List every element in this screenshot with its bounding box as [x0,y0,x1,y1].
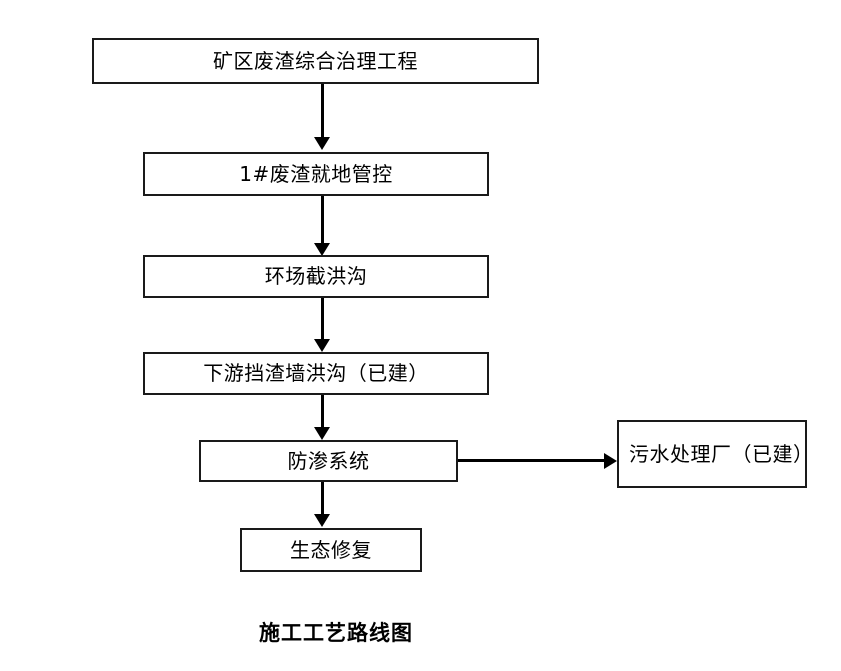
arrow-right-icon-step4-to-side [604,453,617,469]
flowchart-node-step4-label: 防渗系统 [287,448,370,473]
flowchart-node-step3-label: 下游挡渣墙洪沟（已建） [203,361,429,385]
flowchart-node-step2: 环场截洪沟 [143,255,489,298]
arrow-down-icon-step3-to-step4 [314,427,330,440]
arrow-down-icon-step4-to-step5 [314,514,330,527]
diagram-caption: 施工工艺路线图 [259,621,413,645]
arrow-down-icon-root-to-step1 [314,137,330,150]
connector-step1-to-step2-line [321,196,324,243]
connector-step4-to-step5-line [321,482,324,514]
flowchart-node-step3: 下游挡渣墙洪沟（已建） [143,352,489,395]
connector-step2-to-step3-line [321,298,324,339]
flowchart-node-step1-label: 1#废渣就地管控 [239,161,393,186]
flowchart-node-root: 矿区废渣综合治理工程 [92,38,539,84]
flowchart-node-step2-label: 环场截洪沟 [264,264,368,288]
flowchart-node-step5: 生态修复 [240,528,422,572]
flowchart-node-step5-label: 生态修复 [290,537,372,562]
connector-step4-to-side-line [458,459,606,462]
flowchart-node-step4: 防渗系统 [199,440,458,482]
connector-root-to-step1-line [321,84,324,137]
flowchart-node-root-label: 矿区废渣综合治理工程 [213,48,418,73]
flowchart-node-side-label: 污水处理厂（已建） [629,441,814,466]
flowchart-node-step1: 1#废渣就地管控 [143,152,489,196]
arrow-down-icon-step1-to-step2 [314,243,330,256]
arrow-down-icon-step2-to-step3 [314,339,330,352]
flowchart-node-side: 污水处理厂（已建） [617,420,814,488]
connector-step3-to-step4-line [321,395,324,427]
